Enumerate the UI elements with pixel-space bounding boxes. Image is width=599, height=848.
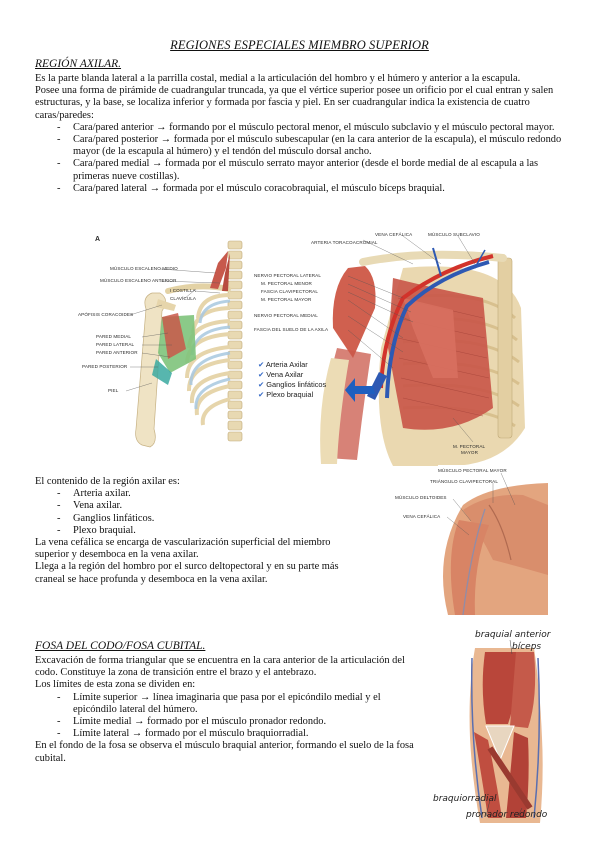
- section-heading-axilar: REGIÓN AXILAR.: [35, 58, 122, 70]
- figure-label: VENA CEFÁLICA: [375, 232, 413, 237]
- figure-axilla-dissection: VENA CEFÁLICA MÚSCULO SUBCLAVIO ARTERIA …: [253, 228, 543, 470]
- legend-label: Vena Axilar: [266, 370, 304, 379]
- figure-label: NERVIO PECTORAL MEDIAL: [254, 313, 318, 318]
- checkmark-icon: ✔: [258, 360, 265, 369]
- list-item: Vena axilar.: [35, 500, 365, 512]
- page-title: REGIONES ESPECIALES MIEMBRO SUPERIOR: [170, 38, 429, 52]
- codo-limits-list: Límite superior → línea imaginaria que p…: [35, 692, 430, 741]
- legend-label: Ganglios linfáticos: [266, 380, 327, 389]
- figure-label: NERVIO PECTORAL LATERAL: [254, 273, 321, 278]
- handwritten-label: braquial anterior: [475, 630, 551, 640]
- figure-cubital-fossa: braquial anterior bíceps braquiorradial …: [430, 628, 570, 828]
- figure-label: PARED ANTERIOR: [96, 350, 138, 355]
- legend-label: Plexo braquial: [266, 390, 314, 399]
- figure-label: PARED LATERAL: [96, 342, 135, 347]
- figure-label: M. PECTORAL MAYOR: [261, 297, 312, 302]
- legend-item: ✔ Arteria Axilar: [258, 360, 326, 370]
- checkmark-icon: ✔: [258, 380, 265, 389]
- figure-label: FASCIA DEL SUELO DE LA AXILA: [254, 327, 329, 332]
- list-item: Límite superior → línea imaginaria que p…: [35, 692, 403, 716]
- figure-label: ARTERIA TORACOACROMIAL: [311, 240, 378, 245]
- figure-label: PIEL: [108, 388, 119, 393]
- list-item: Cara/pared medial → formada por el múscu…: [35, 158, 563, 182]
- figure-label: MÚSCULO DELTOIDES: [395, 495, 447, 500]
- contents-intro: El contenido de la región axilar es:: [35, 476, 180, 487]
- axilar-text: Es la parte blanda lateral a la parrilla…: [35, 73, 563, 195]
- figure-label: PARED MEDIAL: [96, 334, 132, 339]
- legend-item: ✔ Ganglios linfáticos: [258, 380, 326, 390]
- list-item: Cara/pared anterior → formando por el mú…: [35, 122, 563, 134]
- figure-label: M. PECTORAL MENOR: [261, 281, 312, 286]
- handwritten-label: pronador redondo: [466, 810, 548, 820]
- codo-closing: En el fondo de la fosa se observa el mús…: [35, 740, 414, 764]
- section-heading-codo: FOSA DEL CODO/FOSA CUBITAL.: [35, 640, 206, 652]
- list-item: Ganglios linfáticos.: [35, 513, 365, 525]
- cefalica-text-1: La vena cefálica se encarga de vasculari…: [35, 537, 331, 561]
- axilar-intro-2: Posee una forma de pirámide de cuadrangu…: [35, 85, 554, 121]
- cubital-fossa-illustration: [469, 639, 543, 823]
- legend-item: ✔ Plexo braquial: [258, 390, 326, 400]
- list-item: Límite medial → formado por el músculo p…: [35, 716, 430, 728]
- figure-label: MÚSCULO ESCALENO MEDIO: [110, 266, 178, 271]
- codo-intro-2: Los límites de esta zona se dividen en:: [35, 679, 196, 691]
- list-item: Cara/pared posterior → formada por el mú…: [35, 134, 563, 158]
- handwritten-label: braquiorradial: [433, 794, 497, 804]
- list-item: Arteria axilar.: [35, 488, 365, 500]
- checkmark-icon: ✔: [258, 390, 265, 399]
- list-item: Plexo braquial.: [35, 525, 365, 537]
- shoulder-illustration: [438, 465, 548, 616]
- figure-label: MAYOR: [461, 450, 479, 455]
- figure-label: TRIÁNGULO CLAVIPECTORAL: [430, 479, 498, 484]
- figure-label: VENA CEFÁLICA: [403, 514, 441, 519]
- axilar-contents: El contenido de la región axilar es: Art…: [35, 476, 365, 586]
- checkmark-icon: ✔: [258, 370, 265, 379]
- legend-label: Arteria Axilar: [265, 360, 308, 369]
- handwritten-label: bíceps: [512, 642, 542, 652]
- figure-label: CLAVÍCULA: [170, 296, 197, 301]
- figure-label: FASCIA CLAVIPECTORAL: [261, 289, 318, 294]
- legend-item: ✔ Vena Axilar: [258, 370, 326, 380]
- figure-label: M. PECTORAL: [453, 444, 486, 449]
- axilla-dissection-illustration: [320, 235, 525, 466]
- list-item: Límite lateral → formado por el músculo …: [35, 728, 430, 740]
- axilar-walls-list: Cara/pared anterior → formando por el mú…: [35, 122, 563, 195]
- figure-legend: ✔ Arteria Axilar ✔ Vena Axilar ✔ Ganglio…: [258, 360, 326, 400]
- cefalica-text-2: Llega a la región del hombro por el surc…: [35, 561, 339, 585]
- figure-axilla-walls: A MÚSCULO ESCALENO MEDIO MÚSCULO ESCALEN…: [78, 233, 275, 465]
- figure-shoulder: MÚSCULO PECTORAL MAYOR TRIÁNGULO CLAVIPE…: [393, 465, 548, 616]
- axilla-walls-illustration: [125, 240, 243, 448]
- figure-letter: A: [95, 236, 101, 243]
- codo-intro-1: Excavación de forma triangular que se en…: [35, 655, 405, 679]
- list-item: Cara/pared lateral → formada por el músc…: [35, 183, 563, 195]
- contents-list: Arteria axilar. Vena axilar. Ganglios li…: [35, 488, 365, 537]
- figure-label: MÚSCULO ESCALENO ANTERIOR: [100, 278, 177, 283]
- figure-label: APÓFISIS CORACOIDES: [78, 312, 134, 317]
- figure-label: PARED POSTERIOR: [82, 364, 128, 369]
- figure-label: MÚSCULO PECTORAL MAYOR: [438, 468, 507, 473]
- figure-label: MÚSCULO SUBCLAVIO: [428, 232, 480, 237]
- codo-text: Excavación de forma triangular que se en…: [35, 655, 430, 765]
- axilar-intro-1: Es la parte blanda lateral a la parrilla…: [35, 73, 521, 84]
- figure-label: I COSTILLA: [170, 288, 196, 293]
